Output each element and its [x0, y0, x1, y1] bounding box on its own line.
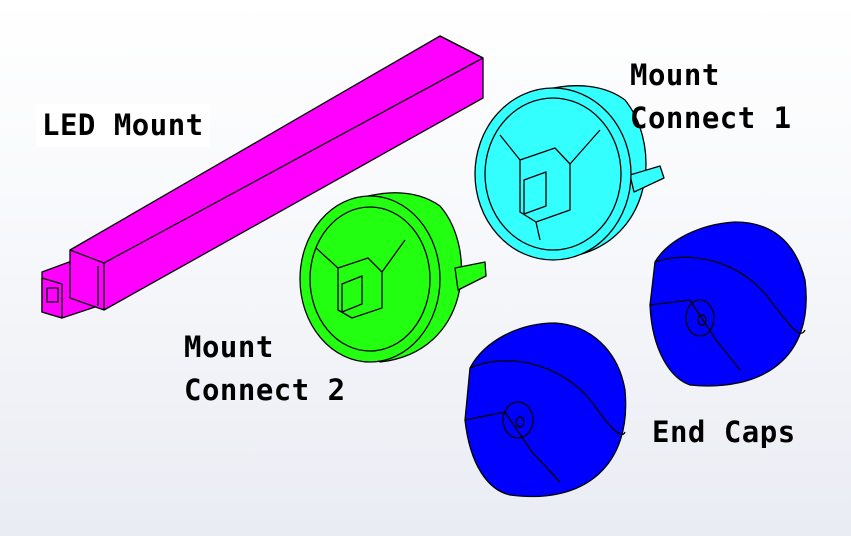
end-cap-2 [464, 322, 627, 498]
led-mount-label: LED Mount [36, 104, 210, 147]
mount-connect-1-part [474, 85, 665, 261]
end-caps-label: End Caps [652, 415, 796, 449]
mount-connect-1-label: Mount Connect 1 [630, 58, 792, 135]
led-mount-part [41, 35, 484, 319]
mount-connect-2-part [299, 192, 487, 363]
end-cap-1 [649, 221, 807, 387]
mount-connect-2-label: Mount Connect 2 [184, 330, 346, 407]
